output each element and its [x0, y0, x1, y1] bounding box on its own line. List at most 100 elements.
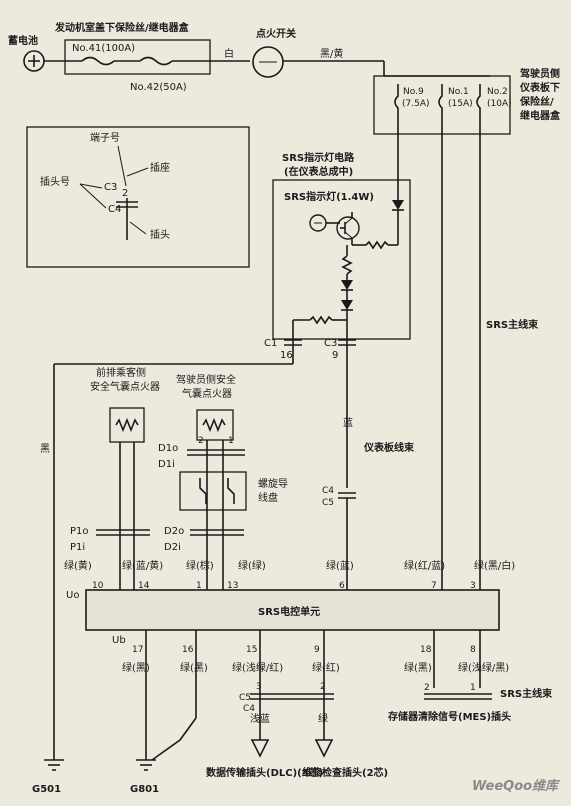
spiral-cable — [179, 471, 247, 511]
driver-igniter-element — [202, 417, 226, 433]
service-plug-symbol — [314, 739, 334, 758]
fuse-1-no: No.1 — [448, 87, 469, 97]
wire-black-yellow-label: 黑/黄 — [320, 47, 343, 60]
legend-plug: 插头 — [150, 228, 170, 241]
connector-c1: C1 — [264, 338, 277, 349]
dash-harness-label: 仪表板线束 — [363, 441, 415, 454]
c5-bottom-label: C5 — [239, 693, 251, 703]
resistor-3 — [309, 315, 333, 325]
fuse-41-label: No.41(100A) — [72, 43, 135, 54]
bottom-wire-4: 绿(红) — [312, 661, 340, 674]
driver-igniter — [196, 409, 234, 441]
d2o-label: D2o — [164, 526, 184, 537]
mes-plug-label: 存储器清除信号(MES)插头 — [388, 710, 511, 723]
spiral-label-1: 螺旋导 — [258, 477, 288, 490]
connector-c3: C3 — [324, 338, 337, 349]
resistor-1 — [365, 240, 389, 250]
srs-harness-label: SRS主线束 — [486, 318, 539, 331]
dash-box-line2: 仪表板下 — [519, 81, 560, 94]
g801-label: G801 — [130, 784, 159, 795]
top-pin-5: 6 — [339, 581, 345, 591]
srs-lamp-label: SRS指示灯(1.4W) — [284, 190, 374, 203]
bottom-wire-6: 绿(浅绿/黑) — [458, 661, 509, 674]
dash-box-line1: 驾驶员侧 — [519, 67, 560, 80]
transistor — [336, 216, 360, 240]
passenger-igniter — [109, 407, 145, 443]
service-pin-2: 2 — [320, 682, 326, 692]
spiral-contact-1 — [199, 478, 207, 504]
top-wire-3: 绿(棕) — [186, 559, 214, 572]
bottom-wire-1: 绿(黑) — [122, 661, 150, 674]
dlc-label: 数据传输插头(DLC)(3芯) — [206, 766, 323, 779]
dlc-pin-3: 3 — [256, 682, 262, 692]
bottom-pin-6: 8 — [470, 645, 476, 655]
fuse-2-no: No.2 — [487, 87, 508, 97]
bottom-pin-2: 16 — [182, 645, 194, 655]
p1i-label: P1i — [70, 542, 85, 553]
bottom-pin-3: 15 — [246, 645, 257, 655]
d1-pin-1: 1 — [228, 436, 234, 446]
top-pin-3: 1 — [196, 581, 202, 591]
top-wire-7: 绿(黑/白) — [474, 559, 515, 572]
mes-pin-1: 1 — [470, 683, 476, 693]
legend-c3: C3 — [104, 182, 117, 193]
fuse-9-symbol — [394, 84, 399, 126]
connector-legend — [26, 126, 250, 268]
c1-pin-16: 16 — [280, 350, 293, 361]
service-check-label: 维修检查插头(2芯) — [302, 766, 388, 779]
top-wire-4: 绿(绿) — [238, 559, 266, 572]
fuse-42-label: No.42(50A) — [130, 82, 187, 93]
engine-fuse-box — [64, 39, 211, 75]
diode-1 — [341, 280, 353, 290]
fuse-41-symbol — [81, 56, 115, 66]
ground-g501 — [44, 759, 64, 771]
d2i-label: D2i — [164, 542, 181, 553]
g501-label: G501 — [32, 784, 61, 795]
ub-label: Ub — [112, 635, 126, 646]
legend-c4: C4 — [108, 204, 121, 215]
top-pin-6: 7 — [431, 581, 437, 591]
d1o-label: D1o — [158, 443, 178, 454]
passenger-igniter-line1: 前排乘客侧 — [96, 366, 146, 379]
ignition-switch — [252, 46, 284, 78]
srs-indicator-circuit — [272, 179, 411, 340]
resistor-2 — [341, 255, 353, 275]
passenger-igniter-line2: 安全气囊点火器 — [90, 380, 160, 393]
wire-green-label: 绿 — [318, 712, 328, 725]
d1i-label: D1i — [158, 459, 175, 470]
driver-igniter-line2: 气囊点火器 — [182, 387, 232, 400]
diode-2 — [341, 300, 353, 310]
bottom-wire-2: 绿(黑) — [180, 661, 208, 674]
wire-light-blue-label: 浅蓝 — [250, 712, 270, 725]
fuse-2-rating: (10A) — [487, 99, 512, 109]
c3-pin-9: 9 — [332, 350, 338, 361]
srs-circuit-subtitle: (在仪表总成中) — [284, 165, 353, 178]
d1-pin-2: 2 — [198, 436, 204, 446]
c4-label: C4 — [322, 486, 334, 496]
ground-g801 — [136, 742, 156, 771]
top-pin-4: 13 — [227, 581, 238, 591]
passenger-igniter-element — [115, 417, 139, 433]
top-wire-6: 绿(红/蓝) — [404, 559, 445, 572]
wire-blue-label: 蓝 — [343, 417, 353, 429]
legend-socket: 插座 — [150, 161, 170, 174]
wire-white-label: 白 — [224, 47, 234, 60]
top-pin-7: 3 — [470, 581, 476, 591]
fuse-2-symbol — [476, 84, 481, 126]
legend-plug-no: 插头号 — [40, 175, 70, 188]
engine-fuse-box-label: 发动机室盖下保险丝/继电器盒 — [54, 21, 190, 34]
dlc-plug-symbol — [250, 739, 270, 758]
uo-label: Uo — [66, 590, 79, 601]
driver-igniter-line1: 驾驶员侧安全 — [176, 373, 236, 386]
wire-black-label: 黑 — [40, 443, 50, 455]
srs-circuit-title: SRS指示灯电路 — [282, 151, 355, 164]
top-wire-1: 绿(黄) — [64, 559, 92, 572]
dash-box-line4: 继电器盒 — [520, 109, 561, 122]
spiral-contact-2 — [227, 478, 235, 504]
srs-harness-label-2: SRS主线束 — [500, 687, 553, 700]
fuse-1-rating: (15A) — [448, 99, 473, 109]
bottom-wire-3: 绿(浅绿/红) — [232, 661, 283, 674]
dash-box-line3: 保险丝/ — [519, 95, 554, 108]
legend-terminal: 端子号 — [90, 131, 120, 144]
